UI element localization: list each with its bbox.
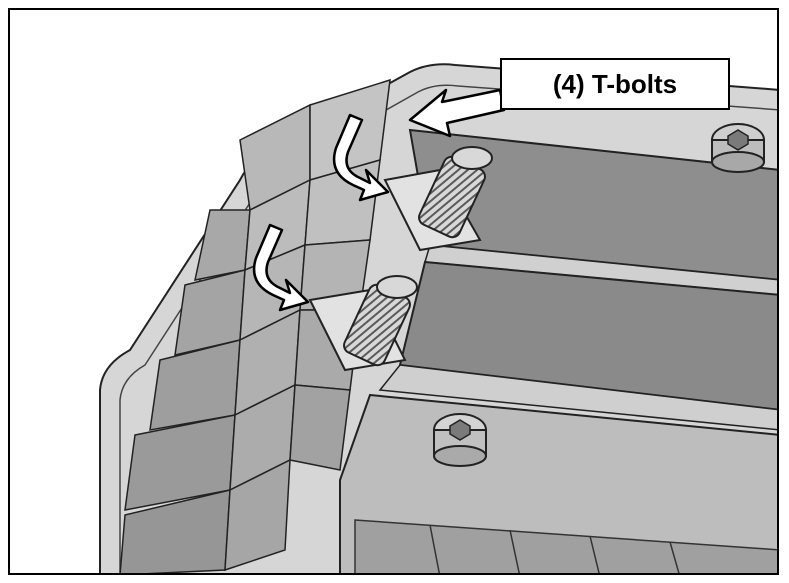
curved-arrow-icon bbox=[252, 223, 310, 312]
t-bolt-icon bbox=[418, 146, 493, 239]
socket-head-screw-icon bbox=[433, 413, 487, 467]
rail-base-slot bbox=[378, 364, 777, 431]
callout-arrow-icon bbox=[408, 88, 506, 138]
cad-scene bbox=[99, 63, 777, 573]
rail-slot bbox=[424, 244, 777, 296]
socket-head-screw-icon bbox=[711, 123, 765, 173]
rail-lower bbox=[398, 260, 777, 411]
diagram-frame: (4) T-bolts bbox=[8, 8, 779, 575]
curved-arrow-icon bbox=[332, 113, 390, 202]
t-bolt-icon bbox=[343, 275, 418, 367]
rail-fins bbox=[354, 519, 777, 573]
callout-label: (4) T-bolts bbox=[500, 58, 730, 110]
